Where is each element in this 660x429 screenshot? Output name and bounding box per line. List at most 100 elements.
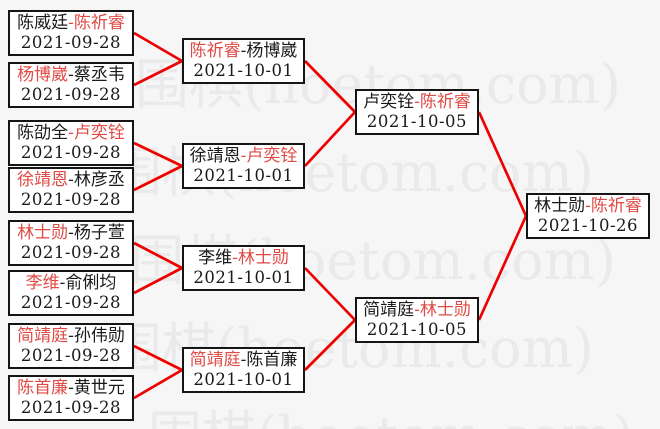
match-players: 杨博崴-蔡丞韦 bbox=[17, 65, 125, 86]
match-players: 李维-林士勋 bbox=[198, 248, 289, 269]
match-players: 卢奕铨-陈祈睿 bbox=[363, 92, 471, 113]
connector-line bbox=[133, 241, 183, 270]
player-name-left: 卢奕铨 bbox=[363, 91, 415, 112]
match-date: 2021-10-05 bbox=[366, 112, 468, 132]
player-name-left: 李维 bbox=[198, 247, 233, 268]
player-name-right: 林士勋 bbox=[419, 299, 471, 320]
match-players: 陈威廷-陈祈睿 bbox=[17, 13, 125, 34]
connector-line bbox=[477, 215, 528, 321]
match-date: 2021-09-28 bbox=[20, 398, 122, 418]
player-name-right: 陈首廉 bbox=[246, 349, 298, 370]
connector-line bbox=[304, 267, 356, 321]
player-name-right: 卢奕铨 bbox=[73, 122, 125, 143]
separator: - bbox=[68, 64, 74, 85]
separator: - bbox=[68, 325, 74, 346]
match-players: 徐靖恩-卢奕铨 bbox=[190, 146, 298, 167]
separator: - bbox=[68, 122, 74, 143]
separator: - bbox=[68, 222, 74, 243]
match-players: 陈劭全-卢奕铨 bbox=[17, 123, 125, 144]
connector-line bbox=[133, 344, 183, 372]
match-date: 2021-10-01 bbox=[193, 61, 294, 81]
match-date: 2021-10-05 bbox=[366, 320, 468, 340]
separator: - bbox=[59, 272, 66, 293]
match-players: 简靖庭-孙伟勋 bbox=[17, 326, 125, 347]
match-date: 2021-09-28 bbox=[20, 85, 122, 105]
player-name-left: 林士勋 bbox=[17, 222, 69, 243]
player-name-right: 陈祈睿 bbox=[590, 195, 642, 216]
player-name-left: 陈祈睿 bbox=[189, 40, 241, 61]
separator: - bbox=[414, 299, 420, 320]
connector-line bbox=[304, 111, 356, 167]
connector-line bbox=[477, 111, 528, 217]
match-players: 林士勋-杨子萱 bbox=[17, 223, 125, 244]
player-name-left: 陈威廷 bbox=[17, 12, 69, 33]
match-date: 2021-10-01 bbox=[193, 166, 294, 186]
player-name-right: 林彦丞 bbox=[73, 169, 125, 190]
separator: - bbox=[240, 349, 247, 370]
connector-line bbox=[133, 31, 183, 63]
connector-line bbox=[133, 164, 183, 192]
match-players: 林士勋-陈祈睿 bbox=[534, 196, 642, 217]
separator: - bbox=[68, 12, 74, 33]
match-date: 2021-10-01 bbox=[193, 268, 294, 288]
player-name-left: 陈首廉 bbox=[17, 377, 69, 398]
player-name-left: 林士勋 bbox=[534, 195, 586, 216]
match-date: 2021-09-28 bbox=[20, 33, 122, 53]
match-date: 2021-09-28 bbox=[20, 190, 122, 210]
player-name-right: 蔡丞韦 bbox=[73, 64, 125, 85]
match-players: 徐靖恩-林彦丞 bbox=[17, 170, 125, 191]
connector-line bbox=[304, 60, 356, 113]
match-players: 简靖庭-林士勋 bbox=[363, 300, 471, 321]
player-name-left: 简靖庭 bbox=[363, 299, 415, 320]
separator: - bbox=[240, 145, 247, 166]
separator: - bbox=[232, 247, 238, 268]
match-players: 简靖庭-陈首廉 bbox=[190, 350, 298, 371]
match-date: 2021-09-28 bbox=[20, 346, 122, 366]
player-name-left: 简靖庭 bbox=[17, 325, 69, 346]
match-date: 2021-10-01 bbox=[193, 370, 294, 390]
match-date: 2021-09-28 bbox=[20, 243, 122, 263]
match-date: 2021-09-28 bbox=[20, 143, 122, 163]
player-name-left: 陈劭全 bbox=[17, 122, 69, 143]
player-name-right: 陈祈睿 bbox=[419, 91, 471, 112]
connector-line bbox=[133, 59, 183, 87]
separator: - bbox=[414, 91, 420, 112]
connector-line bbox=[133, 141, 183, 168]
player-name-left: 徐靖恩 bbox=[189, 145, 241, 166]
player-name-right: 卢奕铨 bbox=[246, 145, 298, 166]
match-players: 陈祈睿-杨博崴 bbox=[190, 41, 298, 62]
player-name-right: 杨子萱 bbox=[73, 222, 125, 243]
player-name-left: 徐靖恩 bbox=[17, 169, 69, 190]
player-name-left: 李维 bbox=[25, 272, 60, 293]
player-name-right: 陈祈睿 bbox=[73, 12, 125, 33]
separator: - bbox=[240, 40, 247, 61]
player-name-left: 简靖庭 bbox=[189, 349, 241, 370]
connector-line bbox=[133, 266, 183, 295]
connector-line bbox=[133, 368, 183, 400]
match-date: 2021-10-26 bbox=[537, 216, 639, 236]
player-name-left: 杨博崴 bbox=[17, 64, 69, 85]
player-name-right: 黄世元 bbox=[73, 377, 125, 398]
player-name-right: 杨博崴 bbox=[246, 40, 298, 61]
separator: - bbox=[68, 169, 74, 190]
connector-line bbox=[304, 319, 356, 371]
player-name-right: 林士勋 bbox=[237, 247, 289, 268]
separator: - bbox=[68, 377, 74, 398]
